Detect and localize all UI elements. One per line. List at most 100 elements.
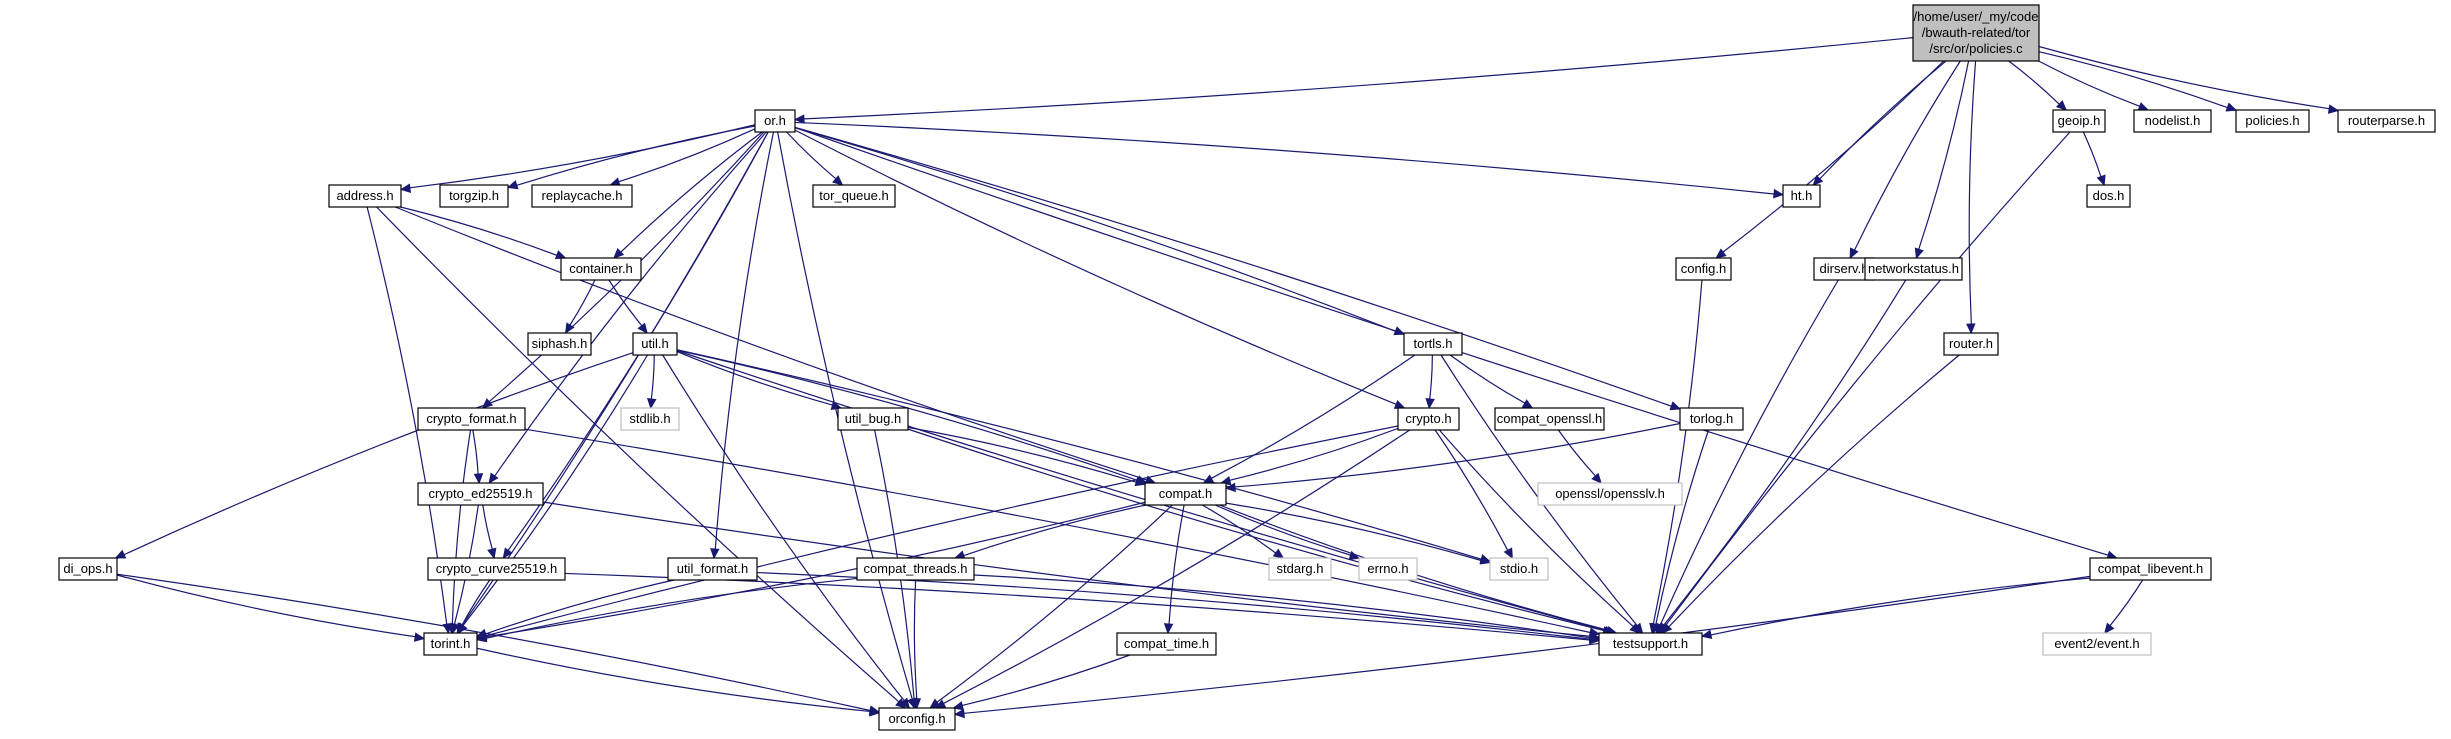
node-compat-libevent-h[interactable]: compat_libevent.h bbox=[2089, 557, 2212, 581]
node-geoip-h[interactable]: geoip.h bbox=[2052, 109, 2106, 133]
arrowhead-tortls_h-to-compat_openssl_h bbox=[1521, 399, 1534, 409]
arrowhead-or_h-to-util_format_h bbox=[710, 548, 720, 560]
node-dos-h[interactable]: dos.h bbox=[2086, 184, 2131, 208]
arrowhead-crypto_h-to-testsupport_h bbox=[1629, 623, 1641, 634]
node-box bbox=[620, 407, 680, 431]
node-label: torgzip.h bbox=[449, 188, 499, 203]
node-tor-queue-h[interactable]: tor_queue.h bbox=[812, 184, 896, 208]
edge-policies_c-to-dirserv_h bbox=[1854, 60, 1961, 251]
arrowhead-compat_h-to-compat_time_h bbox=[1163, 623, 1174, 635]
edge-crypto_h-to-torint_h bbox=[485, 425, 1399, 637]
node-torlog-h[interactable]: torlog.h bbox=[1679, 407, 1744, 431]
arrowhead-compat_threads_h-to-torint_h bbox=[475, 633, 488, 643]
node-box bbox=[2086, 184, 2131, 208]
node-util-h[interactable]: util.h bbox=[632, 332, 678, 356]
edge-policies_c-to-config_h bbox=[1722, 60, 1945, 253]
node-router-h[interactable]: router.h bbox=[1943, 332, 1999, 356]
node-di-ops-h[interactable]: di_ops.h bbox=[58, 557, 118, 581]
node-label: crypto_curve25519.h bbox=[436, 561, 557, 576]
edge-container_h-to-siphash_h bbox=[569, 279, 596, 326]
node-policies-c[interactable]: /home/user/_my/code/bwauth-related/tor/s… bbox=[1912, 4, 2040, 62]
edge-crypto_curve25519_h-to-torint_h bbox=[461, 579, 491, 626]
node-compat-time-h[interactable]: compat_time.h bbox=[1116, 632, 1217, 656]
edge-or_h-to-torlog_h bbox=[794, 126, 1672, 407]
arrowhead-util_h-to-di_ops_h bbox=[114, 549, 127, 559]
node-label: or.h bbox=[764, 113, 786, 128]
edge-compat_threads_h-to-torint_h bbox=[485, 577, 858, 639]
arrowhead-policies_c-to-or_h bbox=[793, 114, 805, 124]
node-dirserv-h[interactable]: dirserv.h bbox=[1813, 257, 1875, 281]
node-label: crypto.h bbox=[1405, 411, 1451, 426]
edge-util_h-to-di_ops_h bbox=[123, 352, 634, 556]
edge-compat_h-to-errno_h bbox=[1214, 504, 1351, 556]
edge-address_h-to-orconfig_h bbox=[376, 206, 900, 703]
node-label: /home/user/_my/code bbox=[1913, 9, 2038, 24]
edge-compat_libevent_h-to-event2_event_h bbox=[2109, 579, 2144, 627]
edge-policies_c-to-router_h bbox=[1968, 60, 1977, 325]
node-box bbox=[1598, 632, 1703, 656]
node-box bbox=[439, 184, 509, 208]
node-routerparse-h[interactable]: routerparse.h bbox=[2337, 109, 2436, 133]
edge-compat_openssl_h-to-openssl_opensslv_h bbox=[1557, 429, 1596, 477]
node-box bbox=[1268, 557, 1332, 581]
edge-torlog_h-to-testsupport_h bbox=[1655, 429, 1710, 625]
edge-geoip_h-to-dos_h bbox=[2082, 131, 2102, 177]
edge-torlog_h-to-compat_h bbox=[1234, 422, 1681, 488]
node-label: /bwauth-related/tor bbox=[1922, 25, 2031, 40]
node-crypto-format-h[interactable]: crypto_format.h bbox=[417, 407, 526, 431]
edge-or_h-to-container_h bbox=[620, 131, 763, 253]
node-label: router.h bbox=[1949, 336, 1993, 351]
edge-dirserv_h-to-testsupport_h bbox=[1659, 279, 1839, 626]
node-util-format-h[interactable]: util_format.h bbox=[667, 557, 758, 581]
node-box bbox=[2089, 557, 2212, 581]
edge-compat_threads_h-to-orconfig_h bbox=[913, 579, 918, 700]
node-crypto-curve25519-h[interactable]: crypto_curve25519.h bbox=[427, 557, 566, 581]
node-tortls-h[interactable]: tortls.h bbox=[1403, 332, 1463, 356]
node-ht-h[interactable]: ht.h bbox=[1782, 184, 1821, 208]
arrowhead-compat_openssl_h-to-openssl_opensslv_h bbox=[1591, 472, 1602, 484]
edge-policies_c-to-ht_h bbox=[1819, 60, 1947, 180]
node-box bbox=[1912, 4, 2040, 62]
node-policies-h[interactable]: policies.h bbox=[2235, 109, 2310, 133]
node-compat-h[interactable]: compat.h bbox=[1144, 482, 1227, 506]
node-torint-h[interactable]: torint.h bbox=[423, 632, 478, 656]
edge-crypto_curve25519_h-to-testsupport_h bbox=[564, 572, 1591, 641]
edge-policies_c-to-nodelist_h bbox=[2038, 60, 2140, 107]
arrowhead-compat_h-to-orconfig_h bbox=[929, 698, 941, 709]
edge-compat_h-to-compat_time_h bbox=[1168, 504, 1185, 625]
node-box bbox=[1864, 257, 1963, 281]
node-replaycache-h[interactable]: replaycache.h bbox=[531, 184, 633, 208]
node-compat-threads-h[interactable]: compat_threads.h bbox=[856, 557, 975, 581]
node-crypto-h[interactable]: crypto.h bbox=[1397, 407, 1460, 431]
node-box bbox=[417, 482, 544, 506]
arrowhead-crypto_h-to-stdio_h bbox=[1503, 547, 1513, 560]
node-box bbox=[754, 109, 796, 133]
node-networkstatus-h[interactable]: networkstatus.h bbox=[1864, 257, 1963, 281]
edge-compat_h-to-compat_threads_h bbox=[963, 504, 1147, 557]
node-label: crypto_ed25519.h bbox=[428, 486, 532, 501]
node-torgzip-h[interactable]: torgzip.h bbox=[439, 184, 509, 208]
arrowhead-or_h-to-crypto_curve25519_h bbox=[502, 547, 513, 560]
node-box bbox=[2235, 109, 2310, 133]
edge-or_h-to-ht_h bbox=[794, 121, 1775, 195]
arrowhead-or_h-to-crypto_h bbox=[1393, 400, 1406, 409]
node-orconfig-h[interactable]: orconfig.h bbox=[878, 707, 956, 731]
node-stdio-h: stdio.h bbox=[1489, 557, 1549, 581]
node-siphash-h[interactable]: siphash.h bbox=[527, 332, 592, 356]
node-testsupport-h[interactable]: testsupport.h bbox=[1598, 632, 1703, 656]
node-crypto-ed25519-h[interactable]: crypto_ed25519.h bbox=[417, 482, 544, 506]
arrowhead-util_h-to-stdlib_h bbox=[647, 398, 657, 410]
node-nodelist-h[interactable]: nodelist.h bbox=[2133, 109, 2212, 133]
node-compat-openssl-h[interactable]: compat_openssl.h bbox=[1494, 407, 1605, 431]
node-util-bug-h[interactable]: util_bug.h bbox=[837, 407, 909, 431]
node-or-h[interactable]: or.h bbox=[754, 109, 796, 133]
node-address-h[interactable]: address.h bbox=[328, 184, 402, 208]
node-label: siphash.h bbox=[532, 336, 588, 351]
edge-address_h-to-compat_h bbox=[395, 206, 1147, 481]
node-container-h[interactable]: container.h bbox=[560, 257, 642, 281]
node-box bbox=[1675, 257, 1732, 281]
edge-crypto_h-to-compat_h bbox=[1229, 427, 1399, 481]
arrowhead-policies_c-to-nodelist_h bbox=[2137, 102, 2150, 112]
node-label: networkstatus.h bbox=[1868, 261, 1959, 276]
node-config-h[interactable]: config.h bbox=[1675, 257, 1732, 281]
